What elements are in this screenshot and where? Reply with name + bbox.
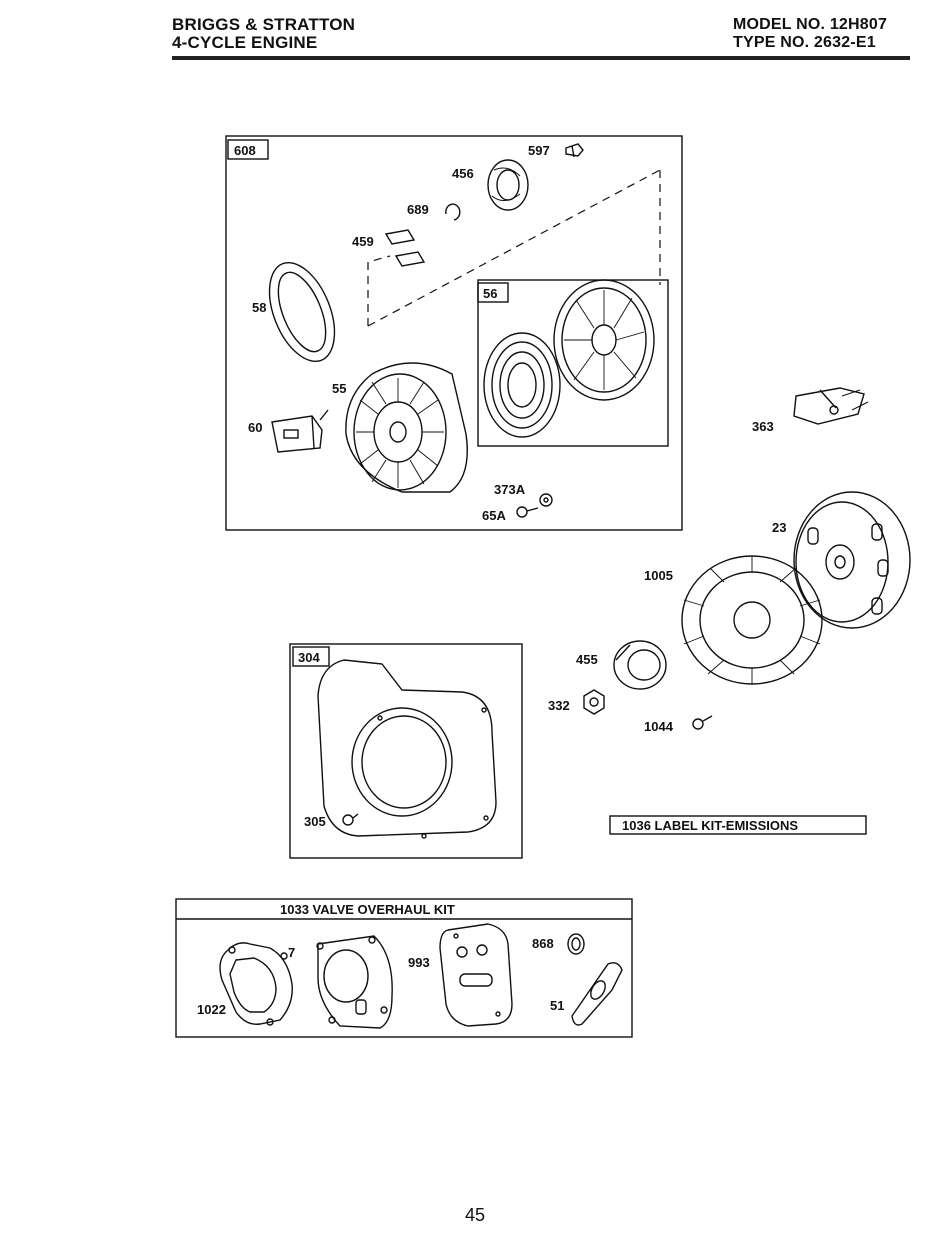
part-689-ring — [446, 204, 460, 220]
label-1005: 1005 — [644, 568, 673, 583]
label-993: 993 — [408, 955, 430, 970]
part-58-decal — [257, 253, 348, 370]
part-363-bracket — [794, 388, 868, 424]
part-60-handle — [272, 410, 328, 452]
box-304-label: 304 — [298, 650, 320, 665]
part-55-starter-housing — [346, 363, 467, 492]
label-23: 23 — [772, 520, 786, 535]
label-455: 455 — [576, 652, 598, 667]
part-373A-washer — [540, 494, 552, 506]
label-58: 58 — [252, 300, 266, 315]
label-597: 597 — [528, 143, 550, 158]
part-456-plate — [488, 160, 528, 210]
part-1005-fan — [682, 556, 822, 684]
label-60: 60 — [248, 420, 262, 435]
part-455-cup — [614, 641, 666, 689]
part-1044-screw — [693, 716, 712, 729]
part-305-screw — [343, 814, 358, 825]
part-993-gasket — [440, 924, 512, 1026]
label-kit-text: 1036 LABEL KIT-EMISSIONS — [622, 818, 798, 833]
part-597-screw — [566, 144, 583, 157]
part-7-head-gasket — [317, 936, 392, 1028]
label-305: 305 — [304, 814, 326, 829]
box-56-label: 56 — [483, 286, 497, 301]
part-1022-gasket — [220, 943, 292, 1025]
label-459: 459 — [352, 234, 374, 249]
part-304-blower-housing — [318, 660, 496, 838]
box-608-label: 608 — [234, 143, 256, 158]
label-868: 868 — [532, 936, 554, 951]
valve-kit-title: 1033 VALVE OVERHAUL KIT — [280, 902, 455, 917]
exploded-view-lines — [368, 170, 660, 326]
part-56-spring — [484, 333, 560, 437]
part-65A-screw — [517, 507, 538, 517]
part-459-dogs — [386, 230, 424, 266]
label-363: 363 — [752, 419, 774, 434]
part-56-pulley — [554, 280, 654, 400]
rewind-starter-box — [226, 136, 682, 530]
part-332-nut — [584, 690, 604, 714]
label-51: 51 — [550, 998, 564, 1013]
label-456: 456 — [452, 166, 474, 181]
label-7: 7 — [288, 945, 295, 960]
label-373A: 373A — [494, 482, 526, 497]
page-number: 45 — [0, 1205, 950, 1226]
label-689: 689 — [407, 202, 429, 217]
part-868-seal — [568, 934, 584, 954]
label-1044: 1044 — [644, 719, 674, 734]
label-1022: 1022 — [197, 1002, 226, 1017]
label-65A: 65A — [482, 508, 506, 523]
part-23-flywheel — [794, 492, 910, 628]
label-55: 55 — [332, 381, 346, 396]
label-332: 332 — [548, 698, 570, 713]
part-51-gasket — [572, 963, 622, 1025]
